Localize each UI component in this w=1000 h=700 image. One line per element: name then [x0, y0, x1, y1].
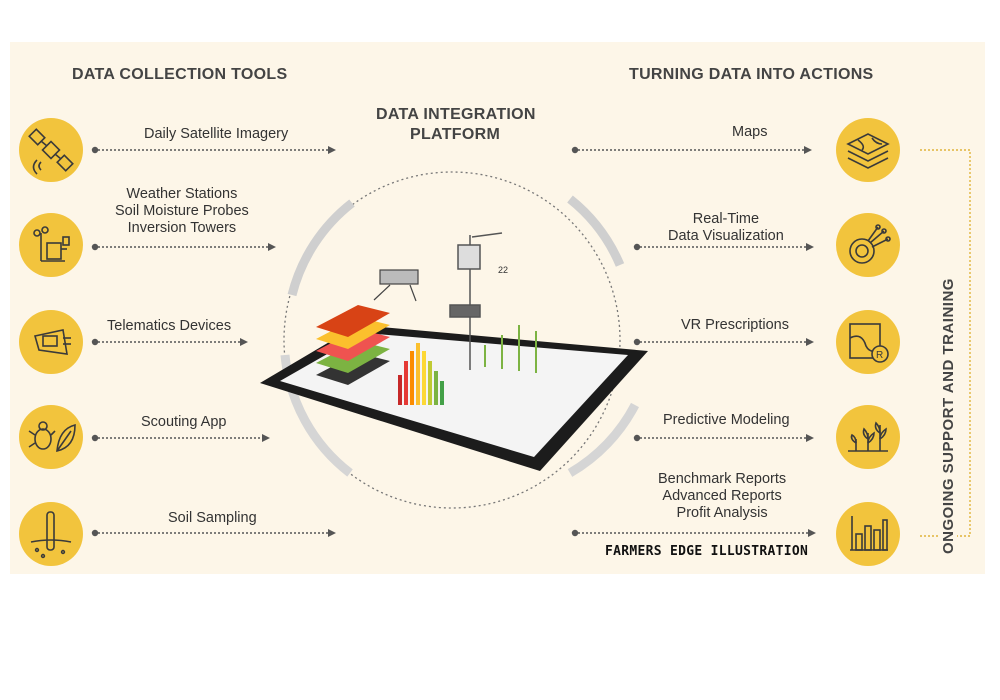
integration-ring	[283, 171, 621, 509]
data-viz-icon	[836, 213, 900, 277]
heading-data-integration-line2: PLATFORM	[410, 126, 501, 143]
arrow-soil-sampling	[91, 529, 336, 537]
plants-icon	[836, 405, 900, 469]
illustration-credit: FARMERS EDGE ILLUSTRATION	[605, 544, 809, 559]
label-scouting-app: Scouting App	[141, 414, 227, 430]
telematics-icon	[19, 310, 83, 374]
label-telematics-devices: Telematics Devices	[107, 318, 232, 334]
arrow-reports	[571, 529, 816, 537]
bar-chart-icon	[836, 502, 900, 566]
ongoing-support-label: ONGOING SUPPORT AND TRAINING	[940, 272, 957, 560]
weather-station-graphic	[449, 232, 503, 370]
background-panel	[10, 42, 985, 574]
crop-plants-graphic	[484, 325, 537, 373]
platform-illustration: 22	[260, 171, 648, 509]
weather-station-icon	[19, 213, 83, 277]
label-weather-stations: Weather Stations Soil Moisture Probes In…	[115, 186, 249, 236]
label-maps: Maps	[732, 124, 768, 140]
arrow-real-time-data-visualization	[633, 243, 814, 251]
ring-arc-upper-right	[567, 195, 625, 267]
arrow-scouting-app	[91, 434, 270, 442]
arrow-telematics	[91, 338, 248, 346]
bar-chart-graphic	[398, 343, 444, 405]
ring-arc-lower-right	[567, 402, 639, 477]
arrow-satellite	[91, 146, 336, 154]
label-soil-sampling: Soil Sampling	[168, 510, 257, 526]
tablet-temperature-readout: 22	[498, 265, 508, 275]
arrow-maps	[571, 146, 812, 154]
heading-data-integration-line1: DATA INTEGRATION	[376, 106, 536, 123]
prescription-map-icon: R	[836, 310, 900, 374]
label-vr-prescriptions: VR Prescriptions	[681, 317, 789, 333]
bug-leaf-icon	[19, 405, 83, 469]
label-predictive-modeling: Predictive Modeling	[663, 412, 790, 428]
ring-arc-upper-left	[287, 199, 355, 297]
soil-probe-icon	[19, 502, 83, 566]
arrow-predictive-modeling	[633, 434, 814, 442]
label-daily-satellite-imagery: Daily Satellite Imagery	[144, 126, 289, 142]
heading-data-collection-tools: DATA COLLECTION TOOLS	[72, 66, 288, 83]
drone-graphic	[373, 269, 419, 302]
field-map-layers	[316, 305, 390, 385]
arrow-vr-prescriptions	[633, 338, 814, 346]
layered-map-icon	[836, 118, 900, 182]
svg-text:R: R	[876, 350, 883, 361]
arrow-weather-stations	[91, 243, 276, 251]
satellite-icon	[19, 118, 83, 182]
heading-turning-data-into-actions: TURNING DATA INTO ACTIONS	[629, 66, 874, 83]
